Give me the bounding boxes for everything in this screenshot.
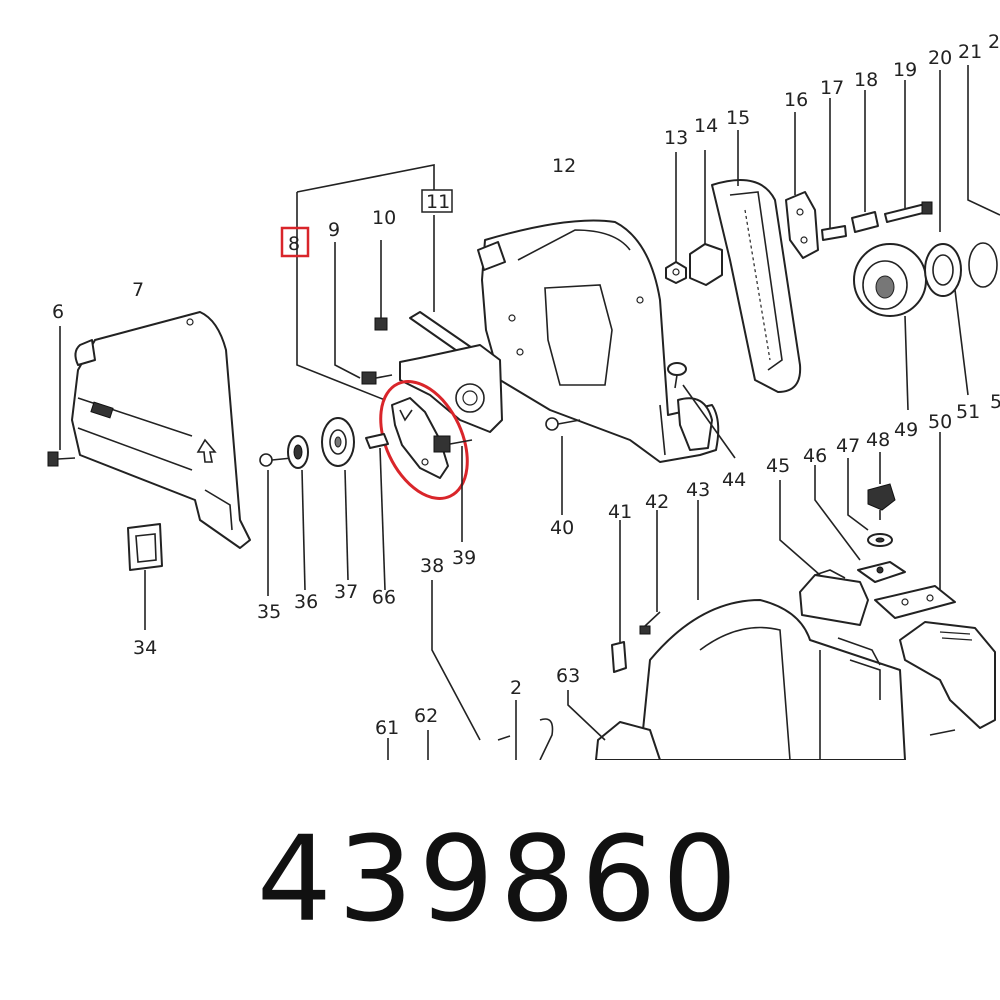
knob-parts-47-48 <box>847 452 896 547</box>
callout-9: 9 <box>328 219 340 241</box>
clip-parts-41-42 <box>611 510 661 673</box>
plate-part-46 <box>814 465 906 583</box>
callout-39: 39 <box>452 547 476 569</box>
circlips-parts-20-21 <box>939 65 1000 288</box>
lower-parts-63 <box>539 690 661 760</box>
callout-99: 99 <box>372 585 396 607</box>
callout-8: 8 <box>288 233 300 255</box>
nut-part-13 <box>665 152 687 284</box>
bolt-part-39 <box>433 435 473 542</box>
part-number: 439860 <box>256 810 744 948</box>
callout-40: 40 <box>550 517 574 539</box>
callout-2-top: 2 <box>988 31 1000 53</box>
callout-labels: 6 7 8 9 10 11 12 13 14 15 16 17 18 19 20… <box>52 31 1000 739</box>
callout-13: 13 <box>664 127 688 149</box>
callout-45: 45 <box>766 455 790 477</box>
callout-5-edge: 5 <box>990 391 1000 413</box>
bearing-part-51 <box>924 243 969 396</box>
callout-46: 46 <box>803 445 827 467</box>
callout-47: 47 <box>836 435 860 457</box>
callout-20: 20 <box>928 47 952 69</box>
callout-34: 34 <box>133 637 157 659</box>
exploded-parts-diagram: 6 7 8 9 10 11 12 13 14 15 16 17 18 19 20… <box>47 31 1000 760</box>
callout-17: 17 <box>820 77 844 99</box>
callout-7: 7 <box>132 279 144 301</box>
callout-41: 41 <box>608 501 632 523</box>
callout-18: 18 <box>854 69 878 91</box>
callout-8-highlight-box <box>280 226 310 258</box>
callout-36: 36 <box>294 591 318 613</box>
guard-cover-part-7 <box>71 311 251 549</box>
switch-plate-part-50 <box>874 432 996 729</box>
clamp-part-14 <box>689 150 723 286</box>
cap-part-34 <box>127 523 163 630</box>
callout-44: 44 <box>722 469 746 491</box>
flange-part-49 <box>853 243 927 411</box>
callout-63: 63 <box>556 665 580 687</box>
washers-parts-35-36-37 <box>259 417 389 596</box>
callout-19: 19 <box>893 59 917 81</box>
callout-37: 37 <box>334 581 358 603</box>
callout-48: 48 <box>866 429 890 451</box>
switch-cover-part-45 <box>779 480 869 626</box>
bracket-assembly-parts-9-10-11 <box>296 164 503 433</box>
screw-part-40 <box>545 417 581 515</box>
callout-61: 61 <box>375 717 399 739</box>
callout-2: 2 <box>510 677 522 699</box>
callout-10: 10 <box>372 207 396 229</box>
bracket-part-16 <box>785 112 819 259</box>
callout-21: 21 <box>958 41 982 63</box>
callout-51: 51 <box>956 401 980 423</box>
callout-12: 12 <box>552 155 576 177</box>
callout-6: 6 <box>52 301 64 323</box>
callout-50: 50 <box>928 411 952 433</box>
screw-part-44 <box>667 362 736 459</box>
callout-43: 43 <box>686 479 710 501</box>
callout-42: 42 <box>645 491 669 513</box>
callout-16: 16 <box>784 89 808 111</box>
callout-62: 62 <box>414 705 438 727</box>
callout-11-box <box>421 189 453 213</box>
bracket-part-8 <box>379 380 469 500</box>
callout-49: 49 <box>894 419 918 441</box>
callout-35: 35 <box>257 601 281 623</box>
leader-lines-lower <box>387 580 956 760</box>
callout-11: 11 <box>426 191 450 213</box>
screw-part-6 <box>47 326 76 467</box>
pin-parts-17-18-19 <box>821 80 933 241</box>
callout-38: 38 <box>420 555 444 577</box>
callout-14: 14 <box>694 115 718 137</box>
motor-housing-part-43 <box>639 500 906 760</box>
rail-part-15 <box>711 130 802 393</box>
housing-part-12 <box>477 219 720 463</box>
callout-15: 15 <box>726 107 750 129</box>
